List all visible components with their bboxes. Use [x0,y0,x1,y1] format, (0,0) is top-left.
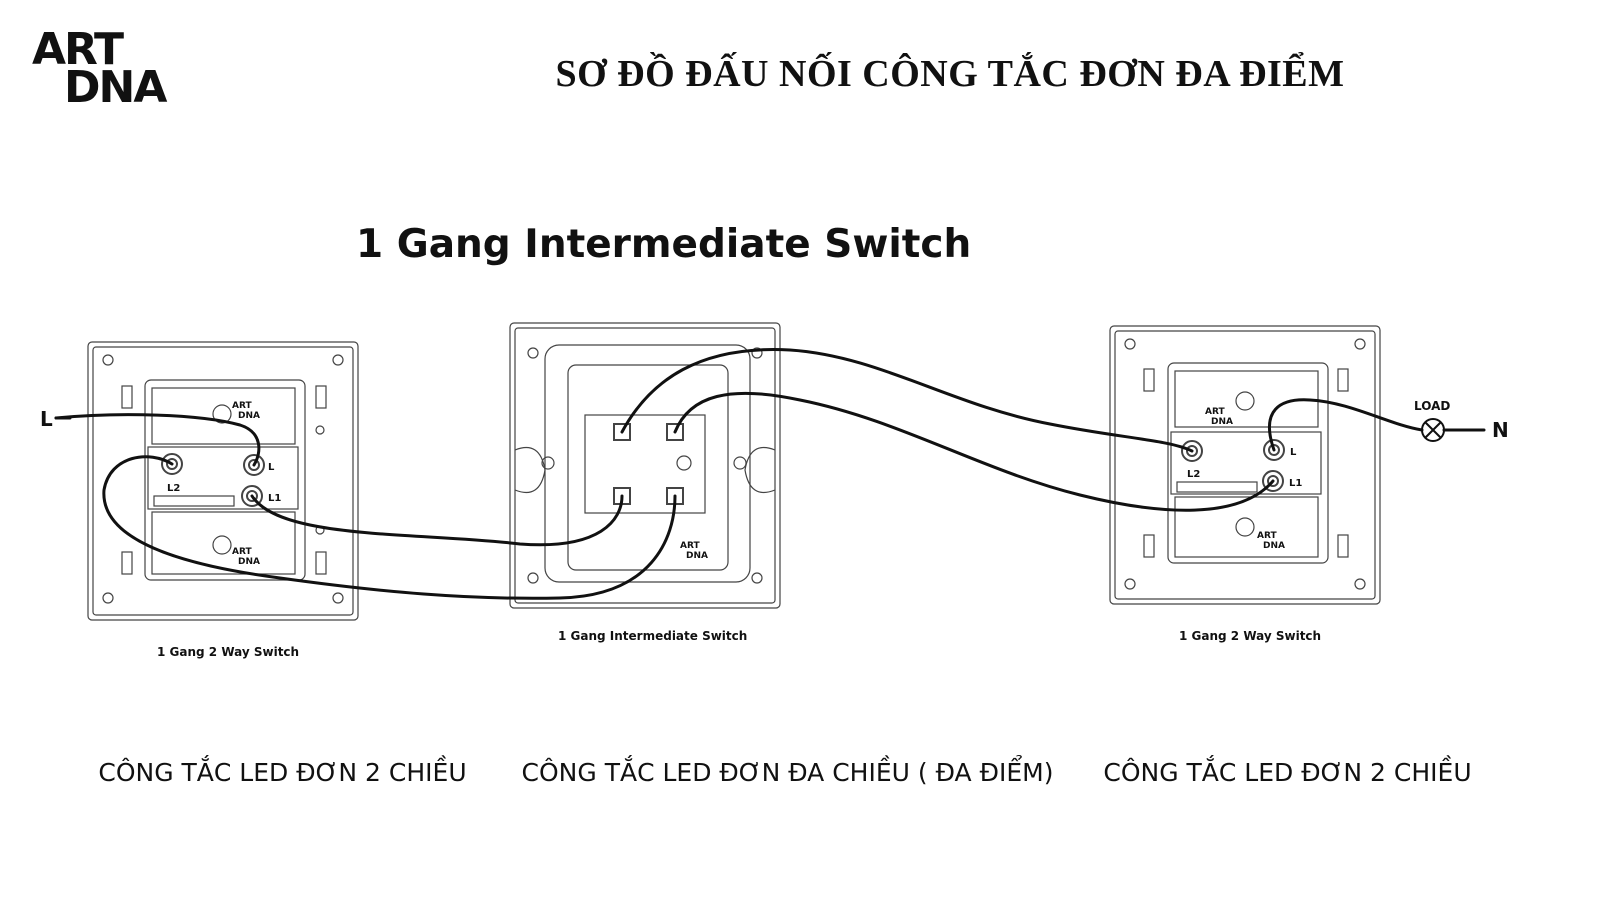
right-terminals [1181,439,1285,492]
artdna-logo: ART DNA [30,28,175,110]
svg-text:DNA: DNA [686,551,708,561]
caption-right-switch: 1 Gang 2 Way Switch [1179,629,1322,643]
bottom-label-left: CÔNG TẮC LED ĐƠN 2 CHIỀU [98,758,467,787]
left-two-way-switch [87,341,359,621]
wire-l1-left-to-middle [250,494,624,547]
left-terminal-l2: L2 [167,483,180,494]
svg-text:DNA: DNA [238,411,260,421]
bottom-label-middle: CÔNG TẮC LED ĐƠN ĐA CHIỀU ( ĐA ĐIỂM) [521,758,1054,787]
page-title: SƠ ĐỒ ĐẤU NỐI CÔNG TẮC ĐƠN ĐA ĐIỂM [555,53,1345,95]
wire-l2-left-to-middle [102,455,677,600]
svg-text:ART: ART [1257,531,1277,541]
svg-text:ART: ART [680,541,700,551]
wire-middle-top-left-to-right-l2 [620,348,1194,453]
wires [54,348,1486,600]
svg-text:DNA: DNA [1263,541,1285,551]
bottom-label-right: CÔNG TẮC LED ĐƠN 2 CHIỀU [1103,758,1472,787]
right-terminal-l2: L2 [1187,469,1200,480]
middle-terminals [613,423,684,505]
svg-text:DNA: DNA [238,557,260,567]
middle-intermediate-switch [509,322,781,609]
load-label: LOAD [1414,399,1450,413]
logo-line-art: ART [32,24,124,75]
left-terminals [161,453,265,507]
left-terminal-l1: L1 [268,493,281,504]
caption-left-switch: 1 Gang 2 Way Switch [157,645,300,659]
wire-live-in [54,413,261,467]
left-terminal-l: L [268,462,275,473]
right-terminal-l1: L1 [1289,478,1302,489]
right-two-way-switch [1109,325,1381,605]
svg-text:DNA: DNA [1211,417,1233,427]
load-lamp-icon [1421,418,1445,442]
svg-text:ART: ART [232,401,252,411]
diagram-title: 1 Gang Intermediate Switch [356,222,972,267]
right-terminal-l: L [1290,447,1297,458]
wire-right-l-to-load [1267,398,1424,452]
svg-text:ART: ART [232,547,252,557]
wire-middle-top-right-to-right-l1 [673,391,1275,512]
svg-text:ART: ART [1205,407,1225,417]
line-label: L [40,407,53,431]
neutral-label: N [1492,418,1509,442]
logo-line-dna: DNA [64,62,167,113]
caption-middle-switch: 1 Gang Intermediate Switch [558,629,748,643]
